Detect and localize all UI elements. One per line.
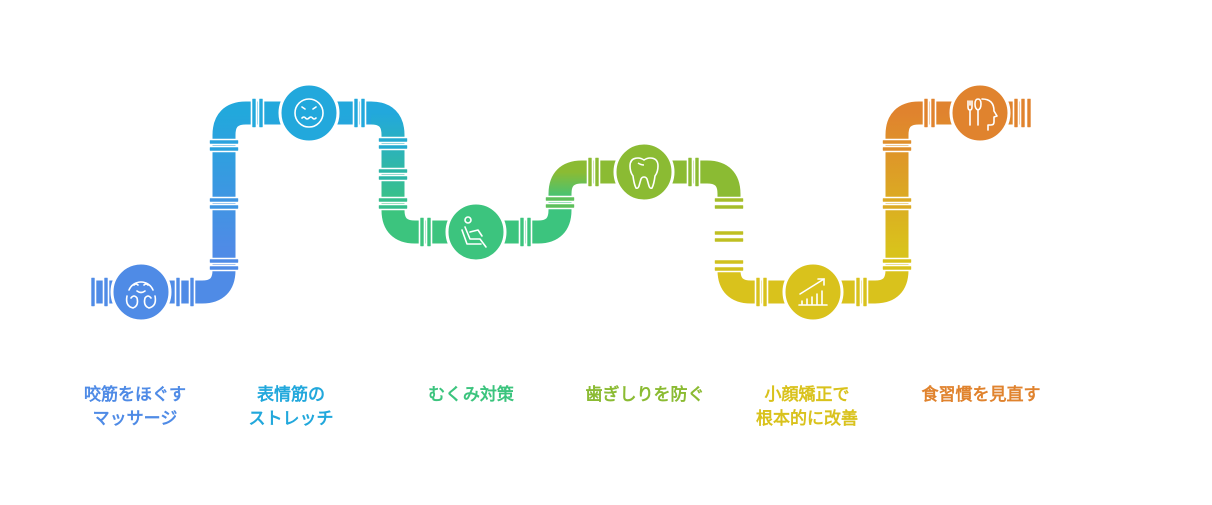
pipe-flange <box>754 276 762 308</box>
pipe-flange <box>425 216 433 248</box>
reclining-person-icon <box>461 216 487 248</box>
pipe-flange <box>377 174 409 182</box>
pipe-flange <box>377 167 409 175</box>
step-label-3: むくみ対策 <box>428 385 514 405</box>
grimacing-face-icon <box>294 98 324 128</box>
pipe-flange <box>686 156 694 188</box>
pipe-flange <box>929 97 937 129</box>
step-node-6 <box>949 82 1011 144</box>
pipe-flange <box>761 276 769 308</box>
pipe-flange <box>208 145 240 153</box>
step-label-6: 食習慣を見直す <box>921 385 1041 405</box>
pipe-flange <box>1012 97 1020 129</box>
pipe-flange <box>257 97 265 129</box>
pipe-flange <box>208 196 240 204</box>
pipe-flange <box>713 229 745 237</box>
pipe-flange <box>713 236 745 244</box>
head-utensils-icon <box>967 98 998 131</box>
pipe-flange <box>377 143 409 151</box>
pipe-flange <box>713 203 745 211</box>
pipe-flange <box>377 203 409 211</box>
pipe-joints <box>89 97 1033 308</box>
pipe-flange <box>544 195 576 203</box>
pipe-flange <box>188 276 196 308</box>
pipe-flange <box>359 97 367 129</box>
pipe-flange <box>174 276 182 308</box>
pipe-flange <box>208 257 240 265</box>
pipe-flange <box>208 138 240 146</box>
pipe-flange <box>854 276 862 308</box>
pipe-flange <box>208 203 240 211</box>
pipe-flange <box>713 265 745 273</box>
pipe-flange <box>377 136 409 144</box>
pipe-flange <box>593 156 601 188</box>
pipe-flange <box>881 138 913 146</box>
step-node-2 <box>278 82 340 144</box>
pipe-flange <box>861 276 869 308</box>
pipe-flange <box>881 203 913 211</box>
pipe-flange <box>881 196 913 204</box>
pipe-flange <box>518 216 526 248</box>
pipe-flange <box>1025 97 1033 129</box>
step-label-1: 咬筋をほぐす マッサージ <box>84 385 186 429</box>
step-label-4: 歯ぎしりを防ぐ <box>585 385 705 405</box>
pipe-flange <box>525 216 533 248</box>
pipe-flange <box>693 156 701 188</box>
pipe-flange <box>881 145 913 153</box>
pipe-flange <box>418 216 426 248</box>
step-node-3 <box>445 201 507 263</box>
pipe-path <box>94 101 1030 304</box>
pipe-flange <box>250 97 258 129</box>
smiling-face-hands-icon <box>125 281 157 309</box>
tooth-icon <box>629 157 659 190</box>
pipe-flange <box>922 97 930 129</box>
pipe-flange <box>352 97 360 129</box>
pipe-flange <box>713 258 745 266</box>
pipe-flange <box>586 156 594 188</box>
pipe-flange <box>89 276 97 308</box>
pipe-flange <box>713 196 745 204</box>
step-node-5 <box>782 261 844 323</box>
step-label-2: 表情筋の ストレッチ <box>248 385 334 429</box>
pipe-flange <box>102 276 110 308</box>
pipe-flange <box>1019 97 1027 129</box>
step-node-1 <box>110 261 172 323</box>
step-node-4 <box>613 141 675 203</box>
pipe-flange <box>881 257 913 265</box>
pipe-flange <box>881 264 913 272</box>
pipe-flange <box>208 264 240 272</box>
step-nodes <box>110 82 1011 323</box>
pipe-flange <box>377 196 409 204</box>
rising-chart-icon <box>798 278 828 306</box>
step-label-5: 小顔矯正で 根本的に改善 <box>756 385 858 429</box>
pipe-flange <box>544 202 576 210</box>
